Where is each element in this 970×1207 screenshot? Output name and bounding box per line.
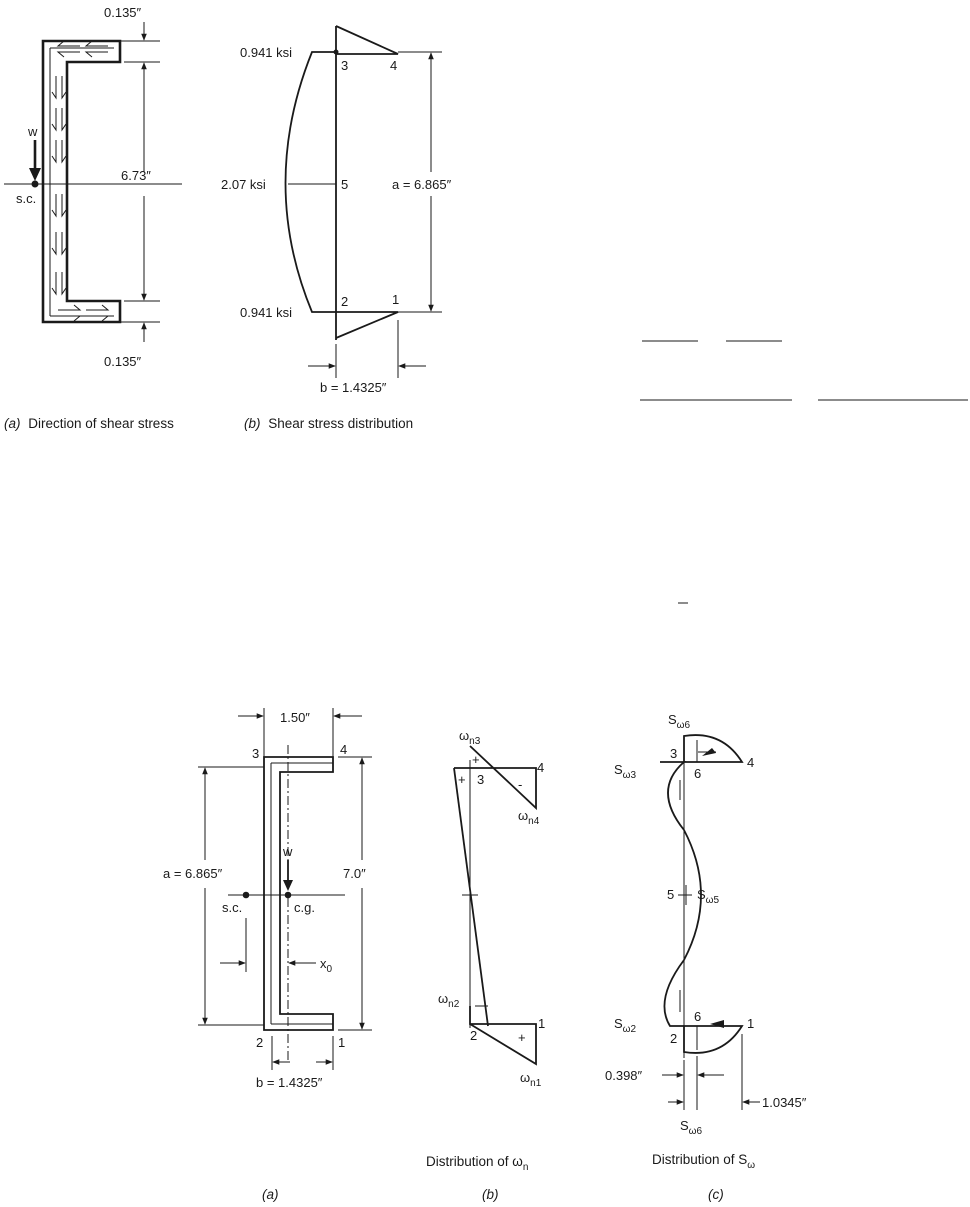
omega-point-2: 2 [470, 1028, 477, 1043]
tag-a: (a) [262, 1187, 279, 1202]
load-label: w [27, 124, 38, 139]
channel-section-geometry: 1.50″ 3 4 2 1 a = 6.865″ 7.0″ w s.c. c.g… [163, 708, 372, 1202]
caption-b: (b) Shear stress distribution [244, 416, 413, 431]
omega-point-4: 4 [537, 760, 544, 775]
point-2: 2 [341, 294, 348, 309]
caption-dist-omega: Distribution of ωn [426, 1154, 528, 1173]
sec-point-2: 2 [256, 1035, 263, 1050]
omega-plus-left: + [458, 772, 466, 787]
dim-a-label: a = 6.865″ [392, 177, 452, 192]
dim-a-label-2: a = 6.865″ [163, 866, 223, 881]
equation-fragments [640, 340, 968, 604]
flange-shear-arrows-bottom [58, 304, 110, 322]
channel-outline [41, 39, 122, 324]
dim-depth: 7.0″ [343, 866, 366, 881]
point-4: 4 [390, 58, 397, 73]
channel-section-shear-direction: w s.c. 0.135″ 6.73″ 0.135″ (a) Direction… [4, 5, 182, 431]
s-omega2-label: Sω2 [614, 1016, 636, 1035]
omega-point-1: 1 [538, 1016, 545, 1031]
omega-n1-label: ωn1 [520, 1070, 542, 1089]
omega-plus-bottom: + [518, 1030, 526, 1045]
point-3: 3 [341, 58, 348, 73]
omega-distribution: ωn3 + + 3 4 - ωn4 ωn2 2 1 + ωn1 Distribu… [426, 728, 545, 1202]
omega-minus: - [518, 777, 522, 792]
tag-b: (b) [482, 1187, 499, 1202]
s-omega3-label: Sω3 [614, 762, 636, 781]
web-shear-arrows [51, 76, 67, 296]
centroid-label: c.g. [294, 900, 315, 915]
omega-plus-top: + [472, 752, 480, 767]
shear-center-label: s.c. [16, 191, 36, 206]
omega-n2-label: ωn2 [438, 991, 460, 1010]
tag-c: (c) [708, 1187, 724, 1202]
shear-center-label-2: s.c. [222, 900, 242, 915]
dim-0398: 0.398″ [605, 1068, 643, 1083]
s-point-2: 2 [670, 1031, 677, 1046]
flange-shear-arrows-top [56, 40, 108, 58]
shear-center-dot [31, 180, 39, 188]
dim-b-label: b = 1.4325″ [320, 380, 387, 395]
sec-point-1: 1 [338, 1035, 345, 1050]
s-omega6-bottom-label: Sω6 [680, 1118, 702, 1137]
dim-b-label-2: b = 1.4325″ [256, 1075, 323, 1090]
omega-n4-label: ωn4 [518, 808, 540, 827]
sec-point-4: 4 [340, 742, 347, 757]
s-point-1: 1 [747, 1016, 754, 1031]
dim-bottom-flange-thickness: 0.135″ [104, 354, 142, 369]
s-point-4: 4 [747, 755, 754, 770]
x0-label: x0 [320, 956, 333, 975]
shear-stress-distribution: 0.941 ksi 2.07 ksi 0.941 ksi 3 4 5 2 1 a… [221, 25, 452, 431]
stress-top-label: 0.941 ksi [240, 45, 292, 60]
dim-web-height: 6.73″ [121, 168, 151, 183]
stress-bottom-label: 0.941 ksi [240, 305, 292, 320]
point-1: 1 [392, 292, 399, 307]
caption-dist-s: Distribution of Sω [652, 1152, 755, 1171]
shear-center-dot-2 [242, 891, 250, 899]
s-omega6-top-label: Sω6 [668, 712, 690, 731]
omega-point-3: 3 [477, 772, 484, 787]
s-point-5: 5 [667, 887, 674, 902]
dim-10345: 1.0345″ [762, 1095, 807, 1110]
s-point-6-top: 6 [694, 766, 701, 781]
omega-n3-label: ωn3 [459, 728, 481, 747]
s-point-3: 3 [670, 746, 677, 761]
point-5: 5 [341, 177, 348, 192]
s-omega-distribution: Sω6 Sω3 3 6 4 5 Sω5 Sω2 6 2 1 0.398″ 1.0… [605, 712, 807, 1202]
s-omega5-label: Sω5 [697, 887, 719, 906]
dim-top-flange-thickness: 0.135″ [104, 5, 142, 20]
channel-outline-2 [263, 756, 334, 1031]
stress-mid-label: 2.07 ksi [221, 177, 266, 192]
dim-flange-width: 1.50″ [280, 710, 310, 725]
sec-point-3: 3 [252, 746, 259, 761]
caption-a: (a) Direction of shear stress [4, 416, 174, 431]
centroid-dot [284, 891, 292, 899]
load-label-2: w [282, 844, 293, 859]
s-point-6-bottom: 6 [694, 1009, 701, 1024]
